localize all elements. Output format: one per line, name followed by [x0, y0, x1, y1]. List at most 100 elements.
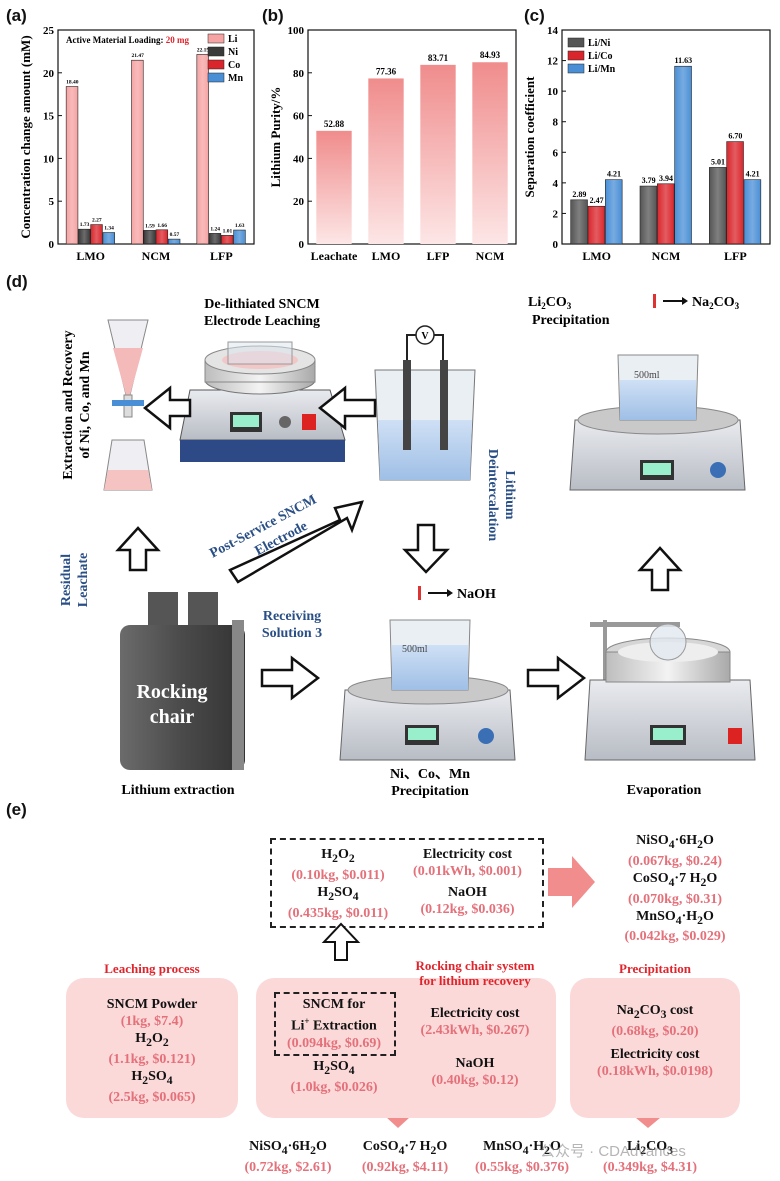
top-h2o2: H2O2 (0.10kg, $0.011)	[291, 847, 385, 883]
chart-b-xtick-label: NCM	[476, 249, 505, 263]
chart-a-data-label: 0.57	[170, 232, 180, 238]
rocking-sncm: SNCM for Li+ Extraction (0.094kg, $0.69)	[286, 997, 382, 1051]
chart-a-xtick-label: LFP	[210, 249, 233, 263]
panel-label-a: (a)	[6, 6, 27, 25]
arrow-up-evap	[637, 546, 683, 592]
arrow-down-deintercalation	[402, 523, 450, 574]
watermark: 公众号 · CDAdvances	[540, 1143, 686, 1160]
chart-c-data-label: 2.89	[572, 190, 586, 199]
chart-a-ytick-label: 0	[49, 239, 55, 251]
chart-c-data-label: 3.79	[642, 176, 656, 185]
top-naoh: NaOH (0.12kg, $0.036)	[420, 885, 515, 917]
chart-a-annotation: Active Material Loading: 20 mg	[66, 35, 189, 45]
label-deintercalation-1: Lithium	[502, 470, 517, 519]
stirrer-ni-co-mn: 500ml	[339, 619, 516, 761]
arrow-leaching-to-extraction	[142, 385, 192, 431]
chart-c-data-label: 4.21	[607, 170, 621, 179]
label-li2co3-precip: Li2CO3	[528, 295, 572, 311]
heating-stirrer-leaching	[179, 341, 346, 462]
label-receiving-1: Receiving	[263, 609, 321, 624]
evaporation-setup	[584, 620, 756, 761]
chart-c-bar-Li/Mn-LFP	[743, 179, 762, 245]
rocking-chair-device	[120, 592, 245, 770]
chart-c-ylabel: Separation coefficient	[522, 76, 537, 198]
chart-a-data-label: 1.59	[145, 223, 155, 229]
chart-a-xtick-label: NCM	[142, 249, 171, 263]
chart-b-ytick-label: 20	[293, 196, 305, 208]
svg-text:V: V	[421, 331, 429, 342]
arrow-up-to-top-box	[321, 922, 361, 961]
chart-a-legend-swatch	[207, 33, 225, 44]
leaching-box	[66, 978, 238, 1118]
chart-a-data-label: 1.01	[223, 228, 233, 234]
chart-a-legend-label: Mn	[228, 73, 243, 84]
rocking-system-box	[256, 978, 556, 1118]
chart-a-legend-swatch	[207, 72, 225, 83]
chart-a-ylabel: Concentration change amount (mM)	[18, 35, 33, 238]
label-evaporation: Evaporation	[627, 783, 702, 798]
chart-b-xtick-label: LMO	[372, 249, 401, 263]
chart-b-ytick-label: 40	[293, 153, 305, 165]
chart-a-ytick-label: 10	[43, 153, 55, 165]
arrow-precip-to-evap	[526, 655, 587, 701]
chart-c-bar-Li/Co-LFP	[726, 141, 744, 245]
label-extraction-1: Extraction and Recovery	[61, 330, 76, 479]
arrow-rock-to-precip	[260, 655, 321, 701]
panel-label-e: (e)	[6, 800, 27, 819]
chart-b-bar-LFP	[420, 64, 456, 245]
chart-a-legend-swatch	[207, 46, 225, 57]
chart-c-legend-swatch	[567, 63, 585, 74]
chart-b-ytick-label: 0	[299, 239, 305, 251]
top-electricity: Electricity cost (0.01kWh, $0.001)	[413, 847, 522, 879]
bottom-coso4: CoSO4·7 H2O (0.92kg, $4.11)	[361, 1139, 449, 1175]
chart-a-data-label: 2.27	[92, 218, 102, 224]
top-h2so4: H2SO4 (0.435kg, $0.011)	[287, 885, 389, 921]
chart-a-legend-label: Ni	[228, 47, 238, 58]
chart-c-ytick-label: 6	[553, 147, 559, 159]
chart-c-bar-Li/Ni-LMO	[570, 199, 588, 245]
chart-b-ytick-label: 100	[288, 25, 305, 37]
chart-c-xtick-label: LFP	[724, 249, 747, 263]
top-products: NiSO4·6H2O (0.067kg, $0.24) CoSO4·7 H2O …	[624, 833, 726, 945]
chart-c-bar-Li/Ni-LFP	[709, 167, 727, 245]
chart-a-data-label: 1.63	[235, 223, 245, 229]
chart-c-ytick-label: 2	[553, 208, 559, 220]
label-residual-1: Residual	[59, 554, 74, 606]
chart-b-data-label: 52.88	[324, 119, 345, 129]
chart-c-xtick-label: LMO	[582, 249, 611, 263]
leaching-title: Leaching process	[104, 961, 200, 976]
chart-c-legend-swatch	[567, 37, 585, 48]
label-leaching-1: De-lithiated SNCM	[204, 297, 320, 312]
process-diagram-d: V 500ml 500ml	[59, 294, 756, 799]
chart-c-ytick-label: 14	[547, 25, 559, 37]
chart-c-ytick-label: 4	[553, 178, 559, 190]
chart-b-bar-LMO	[368, 78, 404, 244]
chart-c-ytick-label: 0	[553, 239, 559, 251]
precip-title: Precipitation	[619, 961, 691, 976]
arrow-cell-to-leaching	[317, 385, 377, 431]
bottom-niso4: NiSO4·6H2O (0.72kg, $2.61)	[244, 1139, 332, 1175]
chart-b-bar-NCM	[472, 62, 508, 244]
chart-a-bar-Mn-LMO	[102, 232, 115, 245]
chart-a-ytick-label: 25	[43, 25, 55, 37]
label-ni-co-mn-2: Precipitation	[391, 784, 469, 799]
label-leaching-2: Electrode Leaching	[204, 314, 320, 329]
rocking-h2so4: H2SO4 (1.0kg, $0.026)	[290, 1059, 378, 1095]
label-rocking-1: Rocking	[136, 681, 207, 703]
sncm-extraction-box	[274, 992, 396, 1056]
chart-c-legend-label: Li/Ni	[588, 38, 610, 49]
chart-b-xtick-label: LFP	[427, 249, 450, 263]
chart-c-bar-Li/Mn-NCM	[674, 65, 692, 245]
chart-c-ytick-label: 12	[547, 56, 559, 68]
chart-b-xtick-label: Leachate	[311, 249, 358, 263]
chart-a-data-label: 1.73	[80, 222, 90, 228]
chart-c-data-label: 11.63	[675, 56, 693, 65]
panel-label-d: (d)	[6, 272, 28, 291]
stirrer-li2co3: 500ml	[569, 354, 746, 491]
svg-text:500ml: 500ml	[634, 370, 660, 381]
chart-a-bar-Mn-LFP	[233, 229, 246, 245]
chart-a-bar-Ni-LFP	[208, 233, 222, 245]
panel-label-c: (c)	[524, 6, 545, 25]
